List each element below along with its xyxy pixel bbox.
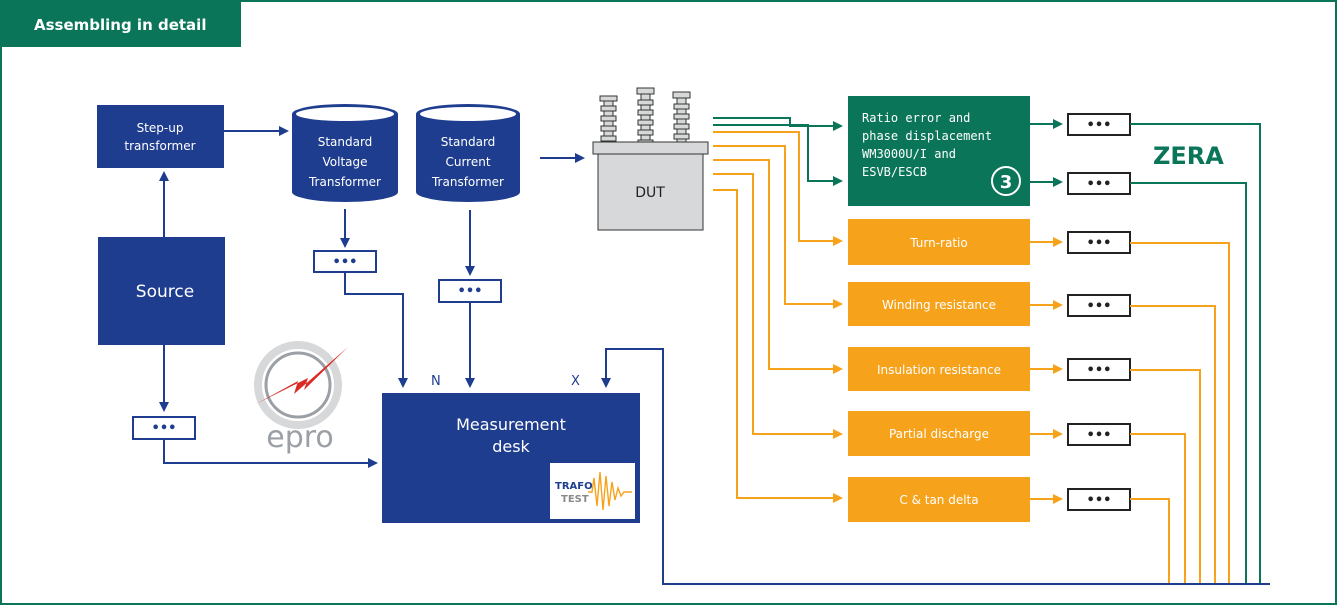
- orange-line-winding: [713, 145, 843, 309]
- standard-current-transformer: [416, 104, 520, 202]
- test-insulation-label: Insulation resistance: [877, 363, 1001, 377]
- orange-line-ctan: [713, 189, 843, 503]
- voltage-connector-dots: •••: [333, 255, 358, 270]
- orange-return-2: [1130, 305, 1216, 584]
- current-label-2: Current: [445, 155, 490, 169]
- insulation-connector-dots: •••: [1087, 363, 1112, 378]
- desk-label-1: Measurement: [456, 415, 566, 434]
- orange-return-5: [1130, 498, 1170, 584]
- test-insulation-block: [848, 347, 1030, 391]
- green-line-2: [713, 124, 843, 186]
- green-return-2: [1130, 182, 1247, 584]
- source-block: [98, 237, 225, 345]
- ctan-connector-dots: •••: [1087, 493, 1112, 508]
- port-n-label: N: [431, 374, 441, 389]
- diagram-title: Assembling in detail: [34, 16, 206, 34]
- source-connector-dots: •••: [152, 421, 177, 436]
- zera-connector-1-dots: •••: [1087, 118, 1112, 133]
- test-partial-label: Partial discharge: [889, 427, 989, 441]
- return-bus-to-desk: [601, 348, 1270, 585]
- ratio-label-4: ESVB/ESCB: [862, 165, 927, 179]
- current-label-1: Standard: [441, 135, 496, 149]
- zera-logo: ZERA: [1153, 142, 1224, 170]
- ratio-label-3: WM3000U/I and: [862, 147, 956, 161]
- standard-voltage-transformer: [292, 104, 398, 202]
- test-turn-ratio-label: Turn-ratio: [909, 236, 967, 250]
- current-connector-dots: •••: [458, 284, 483, 299]
- voltage-label-1: Standard: [318, 135, 373, 149]
- dut-label: DUT: [635, 185, 665, 201]
- ratio-label-1: Ratio error and: [862, 111, 970, 125]
- test-winding-block: [848, 282, 1030, 326]
- port-x-label: X: [571, 374, 580, 389]
- dut-transformer-icon: [592, 87, 709, 231]
- step-up-label-2: transformer: [124, 139, 195, 153]
- green-line-1: [713, 117, 843, 131]
- winding-connector-dots: •••: [1087, 299, 1112, 314]
- orange-return-1: [1130, 242, 1230, 584]
- orange-line-partial: [713, 173, 843, 439]
- desk-label-2: desk: [492, 437, 530, 456]
- circled-3-icon: 3: [991, 166, 1021, 196]
- orange-return-4: [1130, 433, 1186, 584]
- test-ctan-block: [848, 477, 1030, 522]
- ratio-error-block: [848, 96, 1030, 206]
- trafo-logo-text-1: TRAFO: [555, 481, 593, 492]
- step-up-label-1: Step-up: [137, 121, 184, 135]
- orange-line-turn-ratio: [713, 131, 843, 246]
- source-label: Source: [136, 282, 194, 302]
- orange-line-insulation: [713, 159, 843, 374]
- epro-logo-text: epro: [266, 420, 334, 455]
- title-tab: [1, 1, 241, 47]
- turn-ratio-connector-dots: •••: [1087, 236, 1112, 251]
- orange-return-3: [1130, 369, 1201, 584]
- green-return-1: [1130, 123, 1261, 584]
- epro-logo: [254, 341, 348, 429]
- voltage-label-2: Voltage: [322, 155, 367, 169]
- ratio-label-2: phase displacement: [862, 129, 992, 143]
- path-source-to-desk: [163, 439, 378, 468]
- test-ctan-label: C & tan delta: [899, 493, 978, 507]
- test-turn-ratio-block: [848, 219, 1030, 265]
- svg-text:3: 3: [1000, 172, 1013, 193]
- test-partial-block: [848, 411, 1030, 456]
- voltage-label-3: Transformer: [308, 175, 381, 189]
- test-winding-label: Winding resistance: [882, 298, 996, 312]
- path-voltage-to-desk: [344, 272, 408, 388]
- trafo-logo-text-2: TEST: [561, 494, 589, 505]
- partial-connector-dots: •••: [1087, 428, 1112, 443]
- current-label-3: Transformer: [431, 175, 504, 189]
- step-up-transformer-block: [97, 105, 224, 168]
- trafo-test-logo: [550, 463, 635, 519]
- zera-connector-2-dots: •••: [1087, 177, 1112, 192]
